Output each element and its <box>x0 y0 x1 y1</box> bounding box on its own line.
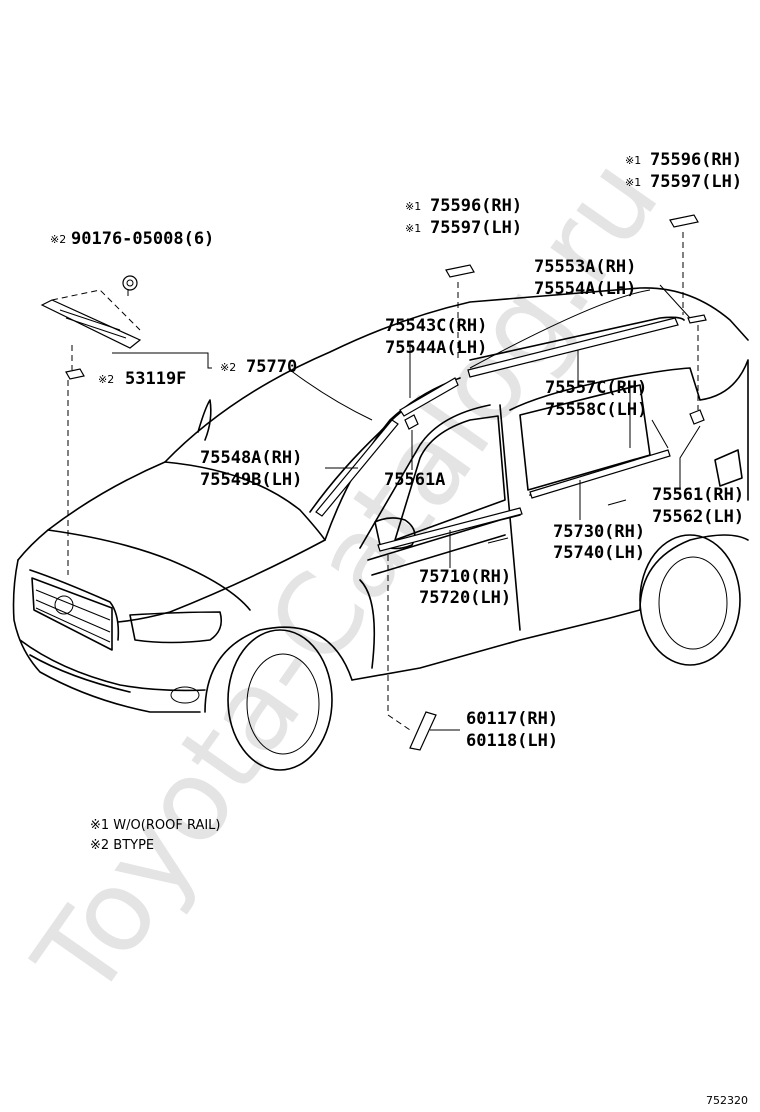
part-moulding-75543c <box>399 377 459 417</box>
part-cap-75596-left <box>445 264 475 278</box>
note-mark-2-a: ※2 <box>50 233 66 246</box>
label-75549b-lh: 75549B(LH) <box>200 470 302 490</box>
note-mark-1-d: ※1 <box>625 176 641 189</box>
label-75561-rh: 75561(RH) <box>652 485 744 505</box>
label-75554a-lh: 75554A(LH) <box>534 279 636 299</box>
label-75543c-rh: 75543C(RH) <box>385 316 487 336</box>
label-75558c-lh: 75558C(LH) <box>545 400 647 420</box>
part-clip-53119f <box>65 368 85 380</box>
part-clip-75561 <box>689 409 705 425</box>
label-75596-rh-a: 75596(RH) <box>430 196 522 216</box>
part-cap-75596-right <box>669 214 699 228</box>
label-75720-lh: 75720(LH) <box>419 588 511 608</box>
note-mark-2-c: ※2 <box>98 373 114 386</box>
part-labels: ※2 90176-05008(6) ※2 75770 ※2 53119F ※1 … <box>50 150 744 751</box>
label-75596-rh-b: 75596(RH) <box>650 150 742 170</box>
part-clip-75561a <box>404 414 419 430</box>
footnote-1: ※1 W/O(ROOF RAIL) <box>90 818 221 833</box>
label-75544a-lh: 75544A(LH) <box>385 338 487 358</box>
note-mark-1-b: ※1 <box>405 222 421 235</box>
part-roof-moulding-75553a <box>467 317 679 378</box>
label-75553a-rh: 75553A(RH) <box>534 257 636 277</box>
part-door-belt-moulding-75730 <box>529 449 671 499</box>
part-clip-90176 <box>122 275 138 291</box>
label-60117-rh: 60117(RH) <box>466 709 558 729</box>
label-75710-rh: 75710(RH) <box>419 567 511 587</box>
footnote-2: ※2 BTYPE <box>90 838 154 853</box>
label-75740-lh: 75740(LH) <box>553 543 645 563</box>
label-53119f: 53119F <box>125 369 186 389</box>
label-75557c-rh: 75557C(RH) <box>545 378 647 398</box>
label-75548a-rh: 75548A(RH) <box>200 448 302 468</box>
note-mark-1-a: ※1 <box>405 200 421 213</box>
part-hood-ornament-75770 <box>40 289 142 349</box>
label-75597-lh-b: 75597(LH) <box>650 172 742 192</box>
label-75561a: 75561A <box>384 470 445 490</box>
label-60118-lh: 60118(LH) <box>466 731 558 751</box>
note-mark-2-b: ※2 <box>220 361 236 374</box>
footnotes: ※1 W/O(ROOF RAIL) ※2 BTYPE <box>90 818 221 853</box>
diagram-code: 752320 <box>706 1094 748 1107</box>
part-mudguard-60117 <box>409 711 437 751</box>
label-90176-05008: 90176-05008(6) <box>71 229 214 249</box>
label-75770: 75770 <box>246 357 297 377</box>
label-75597-lh-a: 75597(LH) <box>430 218 522 238</box>
label-75730-rh: 75730(RH) <box>553 522 645 542</box>
part-door-belt-moulding-75710 <box>377 507 523 552</box>
label-75562-lh: 75562(LH) <box>652 507 744 527</box>
leader-lines <box>67 232 701 731</box>
part-cap-rear-small <box>687 314 707 324</box>
note-mark-1-c: ※1 <box>625 154 641 167</box>
